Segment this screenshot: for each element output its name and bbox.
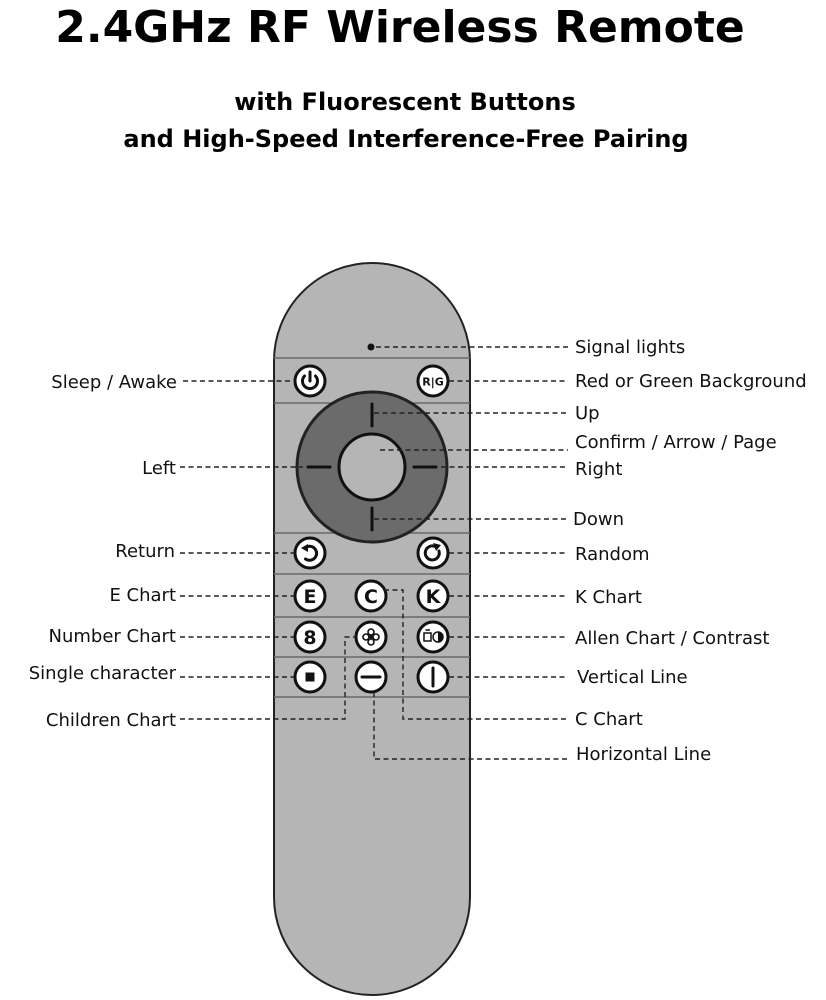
- vertical-line-button[interactable]: [416, 660, 450, 694]
- page-title: 2.4GHz RF Wireless Remote: [55, 2, 745, 53]
- k-chart-button[interactable]: K: [416, 579, 450, 613]
- label-confirm: Confirm / Arrow / Page: [575, 432, 777, 453]
- eight-glyph: 8: [303, 627, 316, 649]
- c-chart-button[interactable]: C: [354, 579, 388, 613]
- label-left: Left: [142, 458, 176, 479]
- signal-light-dot: [367, 343, 375, 351]
- label-k-chart: K Chart: [575, 587, 642, 608]
- leader-lines: [180, 346, 568, 760]
- k-glyph: K: [426, 586, 442, 608]
- power-button[interactable]: [293, 364, 327, 398]
- label-random: Random: [575, 544, 650, 565]
- c-glyph: C: [364, 586, 378, 608]
- label-e-chart: E Chart: [109, 585, 176, 606]
- label-allen-chart: Allen Chart / Contrast: [575, 628, 769, 649]
- e-glyph: E: [304, 586, 317, 608]
- single-character-button[interactable]: [293, 660, 327, 694]
- children-chart-button[interactable]: [354, 620, 388, 654]
- flower-icon: [362, 628, 380, 646]
- random-button[interactable]: [416, 536, 450, 570]
- red-green-background-button[interactable]: R|G: [416, 364, 450, 398]
- dpad: [295, 390, 449, 544]
- label-vertical-line: Vertical Line: [577, 667, 688, 688]
- label-c-chart: C Chart: [575, 709, 643, 730]
- label-right: Right: [575, 459, 622, 480]
- allen-contrast-icon: [423, 629, 444, 643]
- allen-chart-contrast-button[interactable]: [416, 620, 450, 654]
- label-children-chart: Children Chart: [46, 710, 176, 731]
- number-chart-button[interactable]: 8: [293, 620, 327, 654]
- leader-line-children-chart: [180, 636, 356, 720]
- label-red-green: Red or Green Background: [575, 371, 807, 392]
- label-single-character: Single character: [29, 663, 177, 684]
- e-chart-button[interactable]: E: [293, 579, 327, 613]
- square-icon: [305, 672, 315, 682]
- label-up: Up: [575, 403, 600, 424]
- label-horizontal-line: Horizontal Line: [576, 744, 711, 765]
- return-button[interactable]: [293, 536, 327, 570]
- power-icon: [301, 370, 319, 391]
- leader-line-horizontal-line: [373, 692, 568, 760]
- label-signal-lights: Signal lights: [575, 337, 685, 358]
- confirm-button[interactable]: [337, 432, 407, 502]
- label-sleep-awake: Sleep / Awake: [51, 372, 177, 393]
- label-number-chart: Number Chart: [49, 626, 177, 647]
- return-icon: [301, 544, 319, 562]
- page-subtitle-line1: with Fluorescent Buttons: [234, 88, 576, 116]
- leader-line-c-chart: [384, 589, 568, 720]
- horizontal-line-button[interactable]: [354, 660, 388, 694]
- label-return: Return: [115, 541, 175, 562]
- label-down: Down: [573, 509, 624, 530]
- refresh-icon: [423, 543, 441, 562]
- page-subtitle-line2: and High-Speed Interference-Free Pairing: [123, 125, 688, 153]
- rg-glyph: R|G: [422, 376, 444, 389]
